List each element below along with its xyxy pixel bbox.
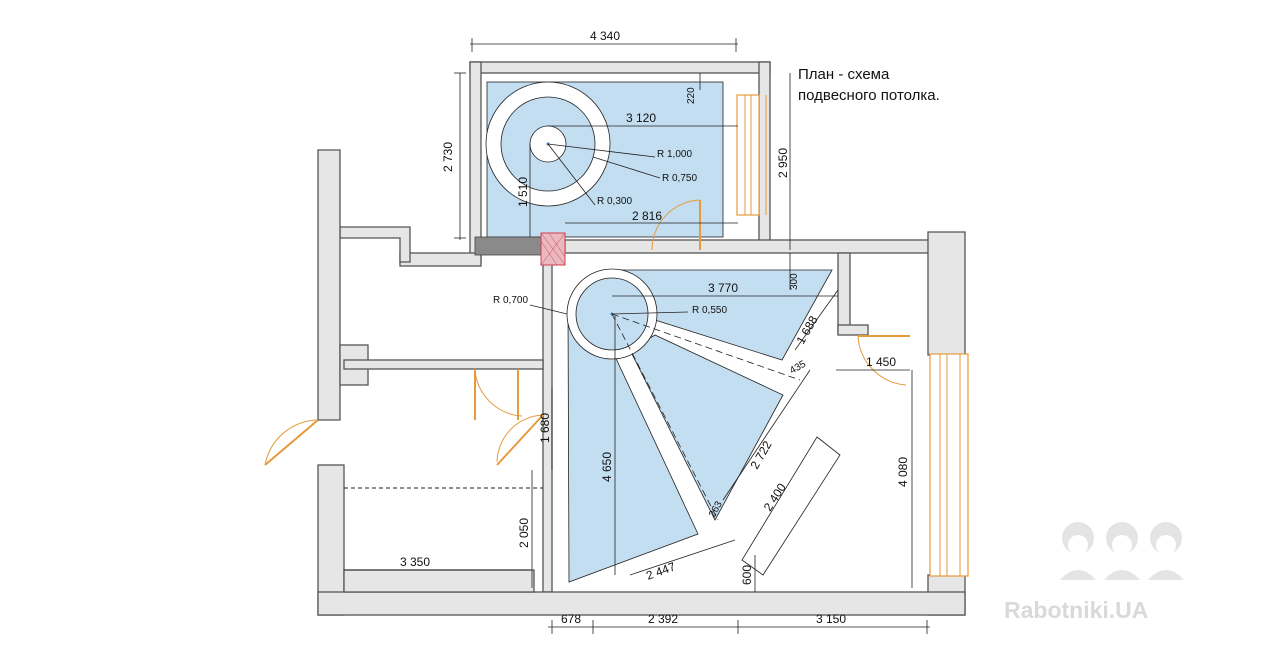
- watermark-text: Rabotniki.UA: [1004, 597, 1148, 623]
- dim-main-top-span: 3 770: [708, 281, 738, 295]
- door-balcony: [857, 335, 910, 386]
- dim-diag-435: 435: [788, 359, 808, 377]
- watermark-logo: [1060, 522, 1184, 580]
- dim-bottom-3150: 3 150: [816, 612, 846, 626]
- wall-main-top: [564, 239, 936, 254]
- top-room-ceiling: [474, 81, 767, 266]
- worker-icon: [1104, 522, 1140, 580]
- dim-top-offset: 220: [686, 87, 697, 104]
- radius-r1000: R 1,000: [657, 149, 692, 160]
- window-top-room: [736, 94, 767, 216]
- dim-left-3350: 3 350: [400, 555, 430, 569]
- dim-diag-2447: 2 447: [644, 559, 677, 583]
- dim-bottom-678: 678: [561, 612, 581, 626]
- radius-r300: R 0,300: [597, 196, 632, 207]
- radius-labels: R 1,000 R 0,750 R 0,300 R 0,700 R 0,550: [493, 149, 727, 316]
- wall-bottom-left-room: [343, 569, 535, 593]
- wall-bottom: [317, 591, 966, 616]
- dim-top-inner: 3 120: [626, 111, 656, 125]
- dimension-lines: [344, 38, 930, 634]
- worker-icon: [1148, 522, 1184, 580]
- wall-corridor-top: [399, 252, 482, 267]
- ray-dashed-1: [611, 313, 801, 381]
- worker-icon: [1060, 522, 1096, 580]
- dim-main-offset: 300: [789, 273, 800, 290]
- dim-main-height: 4 650: [600, 452, 614, 482]
- dim-left-1680: 1 680: [538, 413, 552, 443]
- dim-top-right: 2 950: [776, 148, 790, 178]
- plan-title: План - схема подвесного потолка.: [798, 66, 940, 104]
- wall-top-room-top: [469, 61, 771, 74]
- radius-r750: R 0,750: [662, 173, 697, 184]
- radius-r700: R 0,700: [493, 295, 528, 306]
- wall-top-room-right: [758, 61, 771, 251]
- wall-right-corner: [927, 231, 966, 356]
- dim-top-width: 4 340: [590, 29, 620, 43]
- slanted-box: [741, 436, 841, 576]
- dim-top-height: 2 730: [441, 142, 455, 172]
- wall-left: [317, 149, 341, 421]
- dim-top-circle-off: 1 510: [516, 177, 530, 207]
- dim-bottom-2392: 2 392: [648, 612, 678, 626]
- wall-partition-horizontal: [343, 359, 544, 370]
- radius-r550: R 0,550: [692, 305, 727, 316]
- dim-bottom-600: 600: [740, 565, 754, 585]
- walls: [317, 61, 966, 616]
- wall-balcony-top: [837, 324, 869, 336]
- ray-dashed-2: [611, 313, 719, 521]
- dim-top-bottom-span: 2 816: [632, 209, 662, 223]
- dim-left-2050: 2 050: [517, 518, 531, 548]
- door-top-room: [651, 199, 701, 251]
- door-bath: [496, 414, 544, 466]
- plan-title-line2: подвесного потолка.: [798, 87, 940, 104]
- wall-corridor-left: [339, 226, 411, 263]
- doors: [264, 335, 910, 466]
- right-window: [929, 353, 969, 577]
- column-block: [474, 236, 542, 256]
- door-entrance: [264, 419, 319, 466]
- wall-top-room-left: [469, 61, 482, 263]
- plan-title-line1: План - схема: [798, 66, 890, 83]
- door-small-room: [474, 368, 523, 420]
- dim-right-1450: 1 450: [866, 355, 896, 369]
- dim-right-4080: 4 080: [896, 457, 910, 487]
- wall-balcony-stub: [837, 252, 851, 334]
